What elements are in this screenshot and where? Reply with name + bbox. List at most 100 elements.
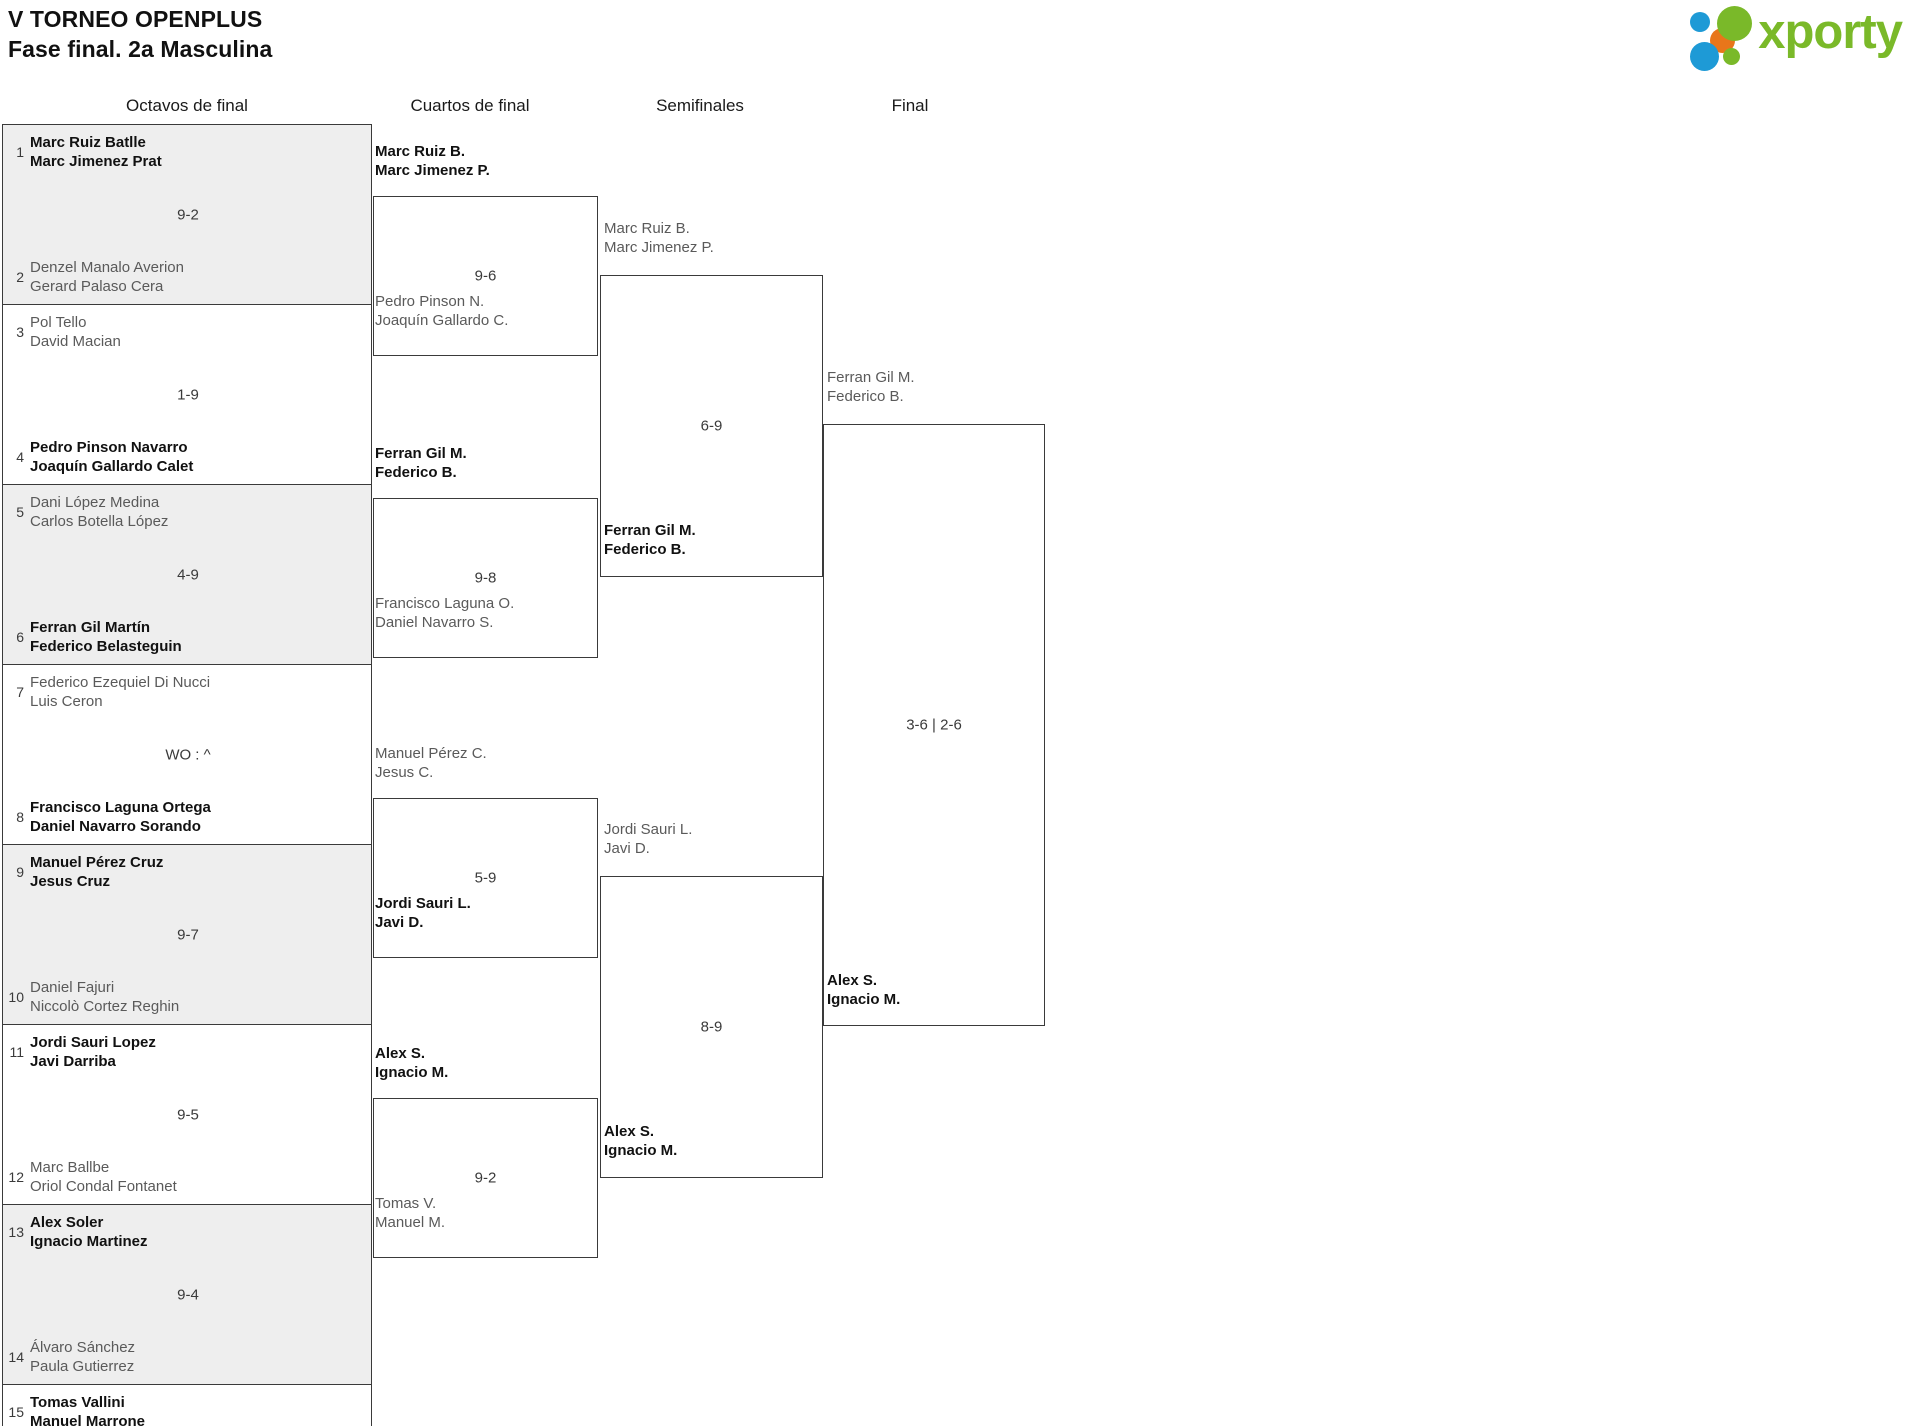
match-slot-top[interactable]: Manuel Pérez C. Jesus C.	[375, 744, 487, 782]
player-name: Marc Ruiz B.	[604, 220, 690, 237]
round-header-cuartos: Cuartos de final	[410, 96, 530, 115]
player-name: Javi D.	[604, 840, 650, 857]
player-name: Denzel Manalo Averion	[30, 259, 184, 276]
player-name: Joaquín Gallardo C.	[375, 312, 509, 329]
player-name: Federico Belasteguin	[30, 638, 182, 655]
player-name: Jordi Sauri Lopez	[30, 1034, 156, 1051]
match-score: 8-9	[700, 1018, 723, 1036]
player-name: Dani López Medina	[30, 494, 160, 511]
round-header-octavos: Octavos de final	[126, 96, 248, 115]
player-name: Joaquín Gallardo Calet	[30, 458, 194, 475]
player-name: Jesus C.	[375, 764, 434, 781]
player-name: Daniel Navarro S.	[375, 614, 494, 631]
round-header-final: Final	[891, 96, 929, 115]
player-name: Jordi Sauri L.	[604, 821, 693, 838]
player-name: Pedro Pinson Navarro	[30, 439, 188, 456]
match-score: 1-9	[177, 386, 199, 403]
player-name: Manuel M.	[375, 1214, 446, 1231]
seed-number: 2	[16, 269, 24, 285]
match-score: 9-7	[177, 926, 199, 943]
match-score: 4-9	[177, 566, 199, 583]
page-title: V TORNEO OPENPLUS Fase final. 2a Masculi…	[8, 4, 272, 64]
player-name: Ignacio M.	[375, 1064, 449, 1081]
seed-number: 1	[16, 144, 24, 160]
player-name: Marc Jimenez Prat	[30, 153, 162, 170]
seed-number: 10	[8, 989, 24, 1005]
tournament-name: V TORNEO OPENPLUS	[8, 6, 263, 32]
player-name: Alex S.	[827, 972, 878, 989]
player-name: Marc Jimenez P.	[375, 162, 490, 179]
player-name: Marc Ballbe	[30, 1159, 110, 1176]
player-name: Alex Soler	[30, 1214, 104, 1231]
match-score: 9-8	[474, 569, 497, 587]
match-score: 3-6 | 2-6	[906, 716, 962, 734]
player-name: David Macian	[30, 333, 121, 350]
logo-dots-icon	[1690, 6, 1753, 71]
player-name: Francisco Laguna O.	[375, 595, 515, 612]
match-slot-bottom[interactable]: Ferran Gil M. Federico B.	[604, 521, 696, 559]
champion-slot[interactable]: Alex S. Ignacio M.	[827, 971, 900, 1009]
match-score: 9-2	[474, 1169, 497, 1187]
match-slot-bottom[interactable]: Alex S. Ignacio M.	[604, 1122, 677, 1160]
match-connector: 5-9	[373, 798, 598, 958]
logo-dot-green-large	[1717, 6, 1753, 41]
player-name: Ferran Gil Martín	[30, 619, 151, 636]
match-score: 9-4	[177, 1286, 199, 1303]
match-slot-top[interactable]: Ferran Gil M. Federico B.	[375, 444, 467, 482]
match-score: 9-6	[474, 267, 497, 285]
match-slot-bottom[interactable]: Tomas V. Manuel M.	[375, 1194, 445, 1232]
player-name: Javi D.	[375, 914, 424, 931]
match-slot-top[interactable]: Alex S. Ignacio M.	[375, 1044, 448, 1082]
match-connector: 8-9	[600, 876, 823, 1178]
player-name: Jesus Cruz	[30, 873, 111, 890]
player-name: Ferran Gil M.	[827, 369, 915, 386]
match-connector: 3-6 | 2-6	[823, 424, 1045, 1026]
match-slot-top[interactable]: Ferran Gil M. Federico B.	[827, 368, 915, 406]
seed-number: 14	[8, 1349, 24, 1365]
match-connector: 9-2	[373, 1098, 598, 1258]
match-slot-bottom[interactable]: Francisco Laguna O. Daniel Navarro S.	[375, 594, 514, 632]
match-slot-top[interactable]: Jordi Sauri L. Javi D.	[604, 820, 692, 858]
seed-number: 5	[16, 504, 24, 520]
player-name: Manuel Marrone	[30, 1413, 146, 1426]
tournament-phase: Fase final. 2a Masculina	[8, 36, 273, 62]
match-slot-top[interactable]: Marc Ruiz B. Marc Jimenez P.	[604, 219, 714, 257]
match-connector: 6-9	[600, 275, 823, 577]
xporty-logo: xporty	[1690, 6, 1903, 71]
player-name: Gerard Palaso Cera	[30, 278, 164, 295]
match-score: 5-9	[474, 869, 497, 887]
round-header-semifinales: Semifinales	[656, 96, 744, 115]
player-name: Carlos Botella López	[30, 513, 169, 530]
match-slot-bottom[interactable]: Jordi Sauri L. Javi D.	[375, 894, 471, 932]
player-name: Alex S.	[375, 1045, 426, 1062]
player-name: Jordi Sauri L.	[375, 895, 471, 912]
player-name: Alex S.	[604, 1123, 655, 1140]
match-slot-bottom[interactable]: Pedro Pinson N. Joaquín Gallardo C.	[375, 292, 508, 330]
match-slot-top[interactable]: Marc Ruiz B. Marc Jimenez P.	[375, 142, 490, 180]
